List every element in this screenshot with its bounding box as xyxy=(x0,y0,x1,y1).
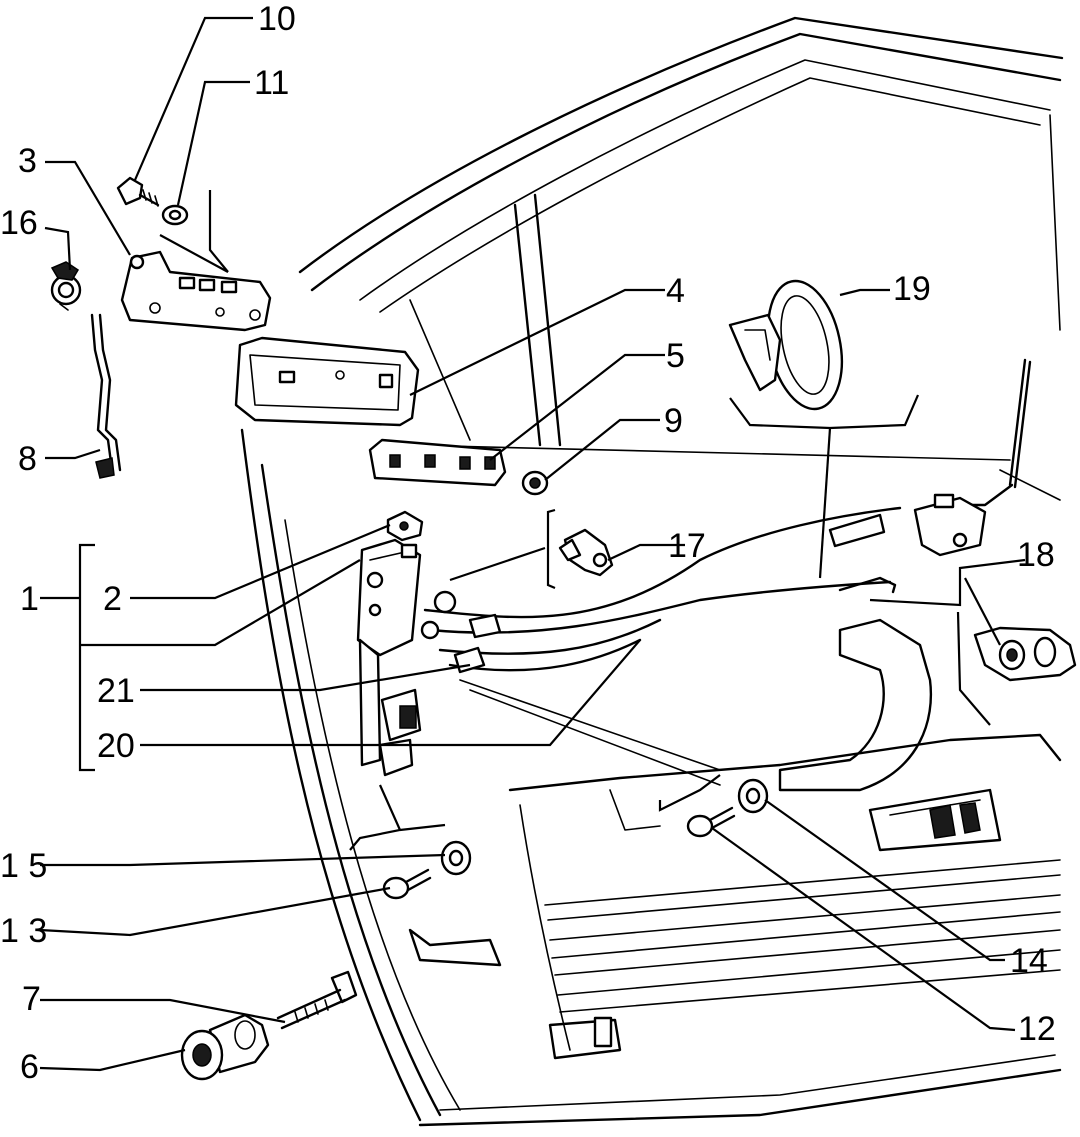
lock-cylinder-rod xyxy=(913,358,1032,557)
screw-part-12 xyxy=(686,806,736,838)
screw-part-13 xyxy=(382,868,432,900)
nut-part-9 xyxy=(521,470,549,496)
label-5: 5 xyxy=(666,337,685,375)
label-9: 9 xyxy=(664,402,683,440)
washer-part-11 xyxy=(161,204,189,226)
label-14: 14 xyxy=(1010,942,1048,980)
label-17: 17 xyxy=(668,527,706,565)
washer-part-14 xyxy=(737,778,769,814)
label-19: 19 xyxy=(893,270,931,308)
label-4: 4 xyxy=(666,272,685,310)
label-18: 18 xyxy=(1017,536,1055,574)
label-6: 6 xyxy=(20,1048,39,1086)
part-labels: 10 11 3 16 8 4 19 5 9 17 18 1 2 21 20 1 … xyxy=(0,0,1056,1086)
clip-part-16 xyxy=(50,261,82,311)
label-20: 20 xyxy=(97,727,135,765)
label-2: 2 xyxy=(103,580,122,618)
label-8: 8 xyxy=(18,440,37,478)
clip-part-18 xyxy=(973,626,1077,682)
leader-lines xyxy=(39,16,1026,1072)
door-trim-panel xyxy=(408,618,1062,1060)
clip-part-2 xyxy=(386,510,424,542)
door-frame xyxy=(240,16,1064,1127)
clip-part-17 xyxy=(558,528,614,577)
door-lock-latch xyxy=(356,538,422,777)
label-7: 7 xyxy=(22,980,41,1018)
label-12: 12 xyxy=(1018,1010,1056,1048)
label-21: 21 xyxy=(97,672,135,710)
exterior-handle-cover xyxy=(234,336,420,427)
label-10: 10 xyxy=(258,0,296,38)
seal-part-19 xyxy=(728,279,844,411)
screw-part-7 xyxy=(276,970,358,1030)
bushing-part-6 xyxy=(180,1013,270,1081)
label-15: 1 5 xyxy=(0,847,47,885)
label-13: 1 3 xyxy=(0,912,47,950)
bolt-part-10 xyxy=(116,176,160,207)
label-3: 3 xyxy=(18,142,37,180)
lock-cables xyxy=(420,506,902,786)
washer-part-15 xyxy=(440,840,472,876)
rod-part-8 xyxy=(90,313,122,479)
handle-gasket xyxy=(368,438,507,487)
label-11: 11 xyxy=(254,64,289,102)
label-16: 16 xyxy=(0,204,38,242)
exterior-handle-bracket xyxy=(120,250,272,332)
label-1: 1 xyxy=(20,580,39,618)
